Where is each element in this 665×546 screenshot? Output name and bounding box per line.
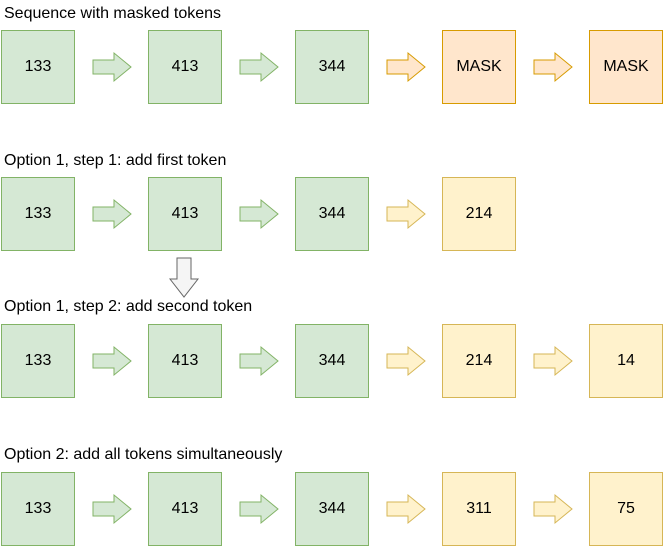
token-box: 214: [442, 177, 516, 251]
token-box: 344: [295, 30, 369, 104]
token-row-4: 133 413 344 311 75: [0, 472, 665, 546]
right-arrow-icon: [533, 345, 573, 377]
token-box: 133: [1, 177, 75, 251]
right-arrow-icon: [92, 198, 132, 230]
token-box: 133: [1, 324, 75, 398]
right-arrow-icon: [239, 493, 279, 525]
token-row-1: 133 413 344 MASK MASK: [0, 30, 665, 104]
right-arrow-icon: [386, 51, 426, 83]
right-arrow-icon: [386, 345, 426, 377]
row-2-title: Option 1, step 1: add first token: [4, 152, 227, 169]
right-arrow-icon: [239, 51, 279, 83]
down-arrow-icon: [168, 257, 200, 298]
token-box: 75: [589, 472, 663, 546]
token-box: 133: [1, 30, 75, 104]
token-box: 344: [295, 324, 369, 398]
token-box: MASK: [589, 30, 663, 104]
right-arrow-icon: [533, 493, 573, 525]
right-arrow-icon: [92, 345, 132, 377]
right-arrow-icon: [239, 198, 279, 230]
right-arrow-icon: [92, 493, 132, 525]
token-box: 413: [148, 472, 222, 546]
token-row-3: 133 413 344 214 14: [0, 324, 665, 398]
token-box: MASK: [442, 30, 516, 104]
token-row-2: 133 413 344 214: [0, 177, 665, 251]
right-arrow-icon: [386, 493, 426, 525]
row-3-title: Option 1, step 2: add second token: [4, 298, 253, 315]
token-box: 214: [442, 324, 516, 398]
token-box: 413: [148, 177, 222, 251]
token-box: 413: [148, 324, 222, 398]
row-4-title: Option 2: add all tokens simultaneously: [4, 446, 283, 463]
token-box: 344: [295, 177, 369, 251]
right-arrow-icon: [239, 345, 279, 377]
row-1-title: Sequence with masked tokens: [4, 5, 222, 22]
token-box: 311: [442, 472, 516, 546]
token-box: 344: [295, 472, 369, 546]
token-box: 14: [589, 324, 663, 398]
right-arrow-icon: [386, 198, 426, 230]
right-arrow-icon: [92, 51, 132, 83]
token-box: 413: [148, 30, 222, 104]
right-arrow-icon: [533, 51, 573, 83]
token-box: 133: [1, 472, 75, 546]
